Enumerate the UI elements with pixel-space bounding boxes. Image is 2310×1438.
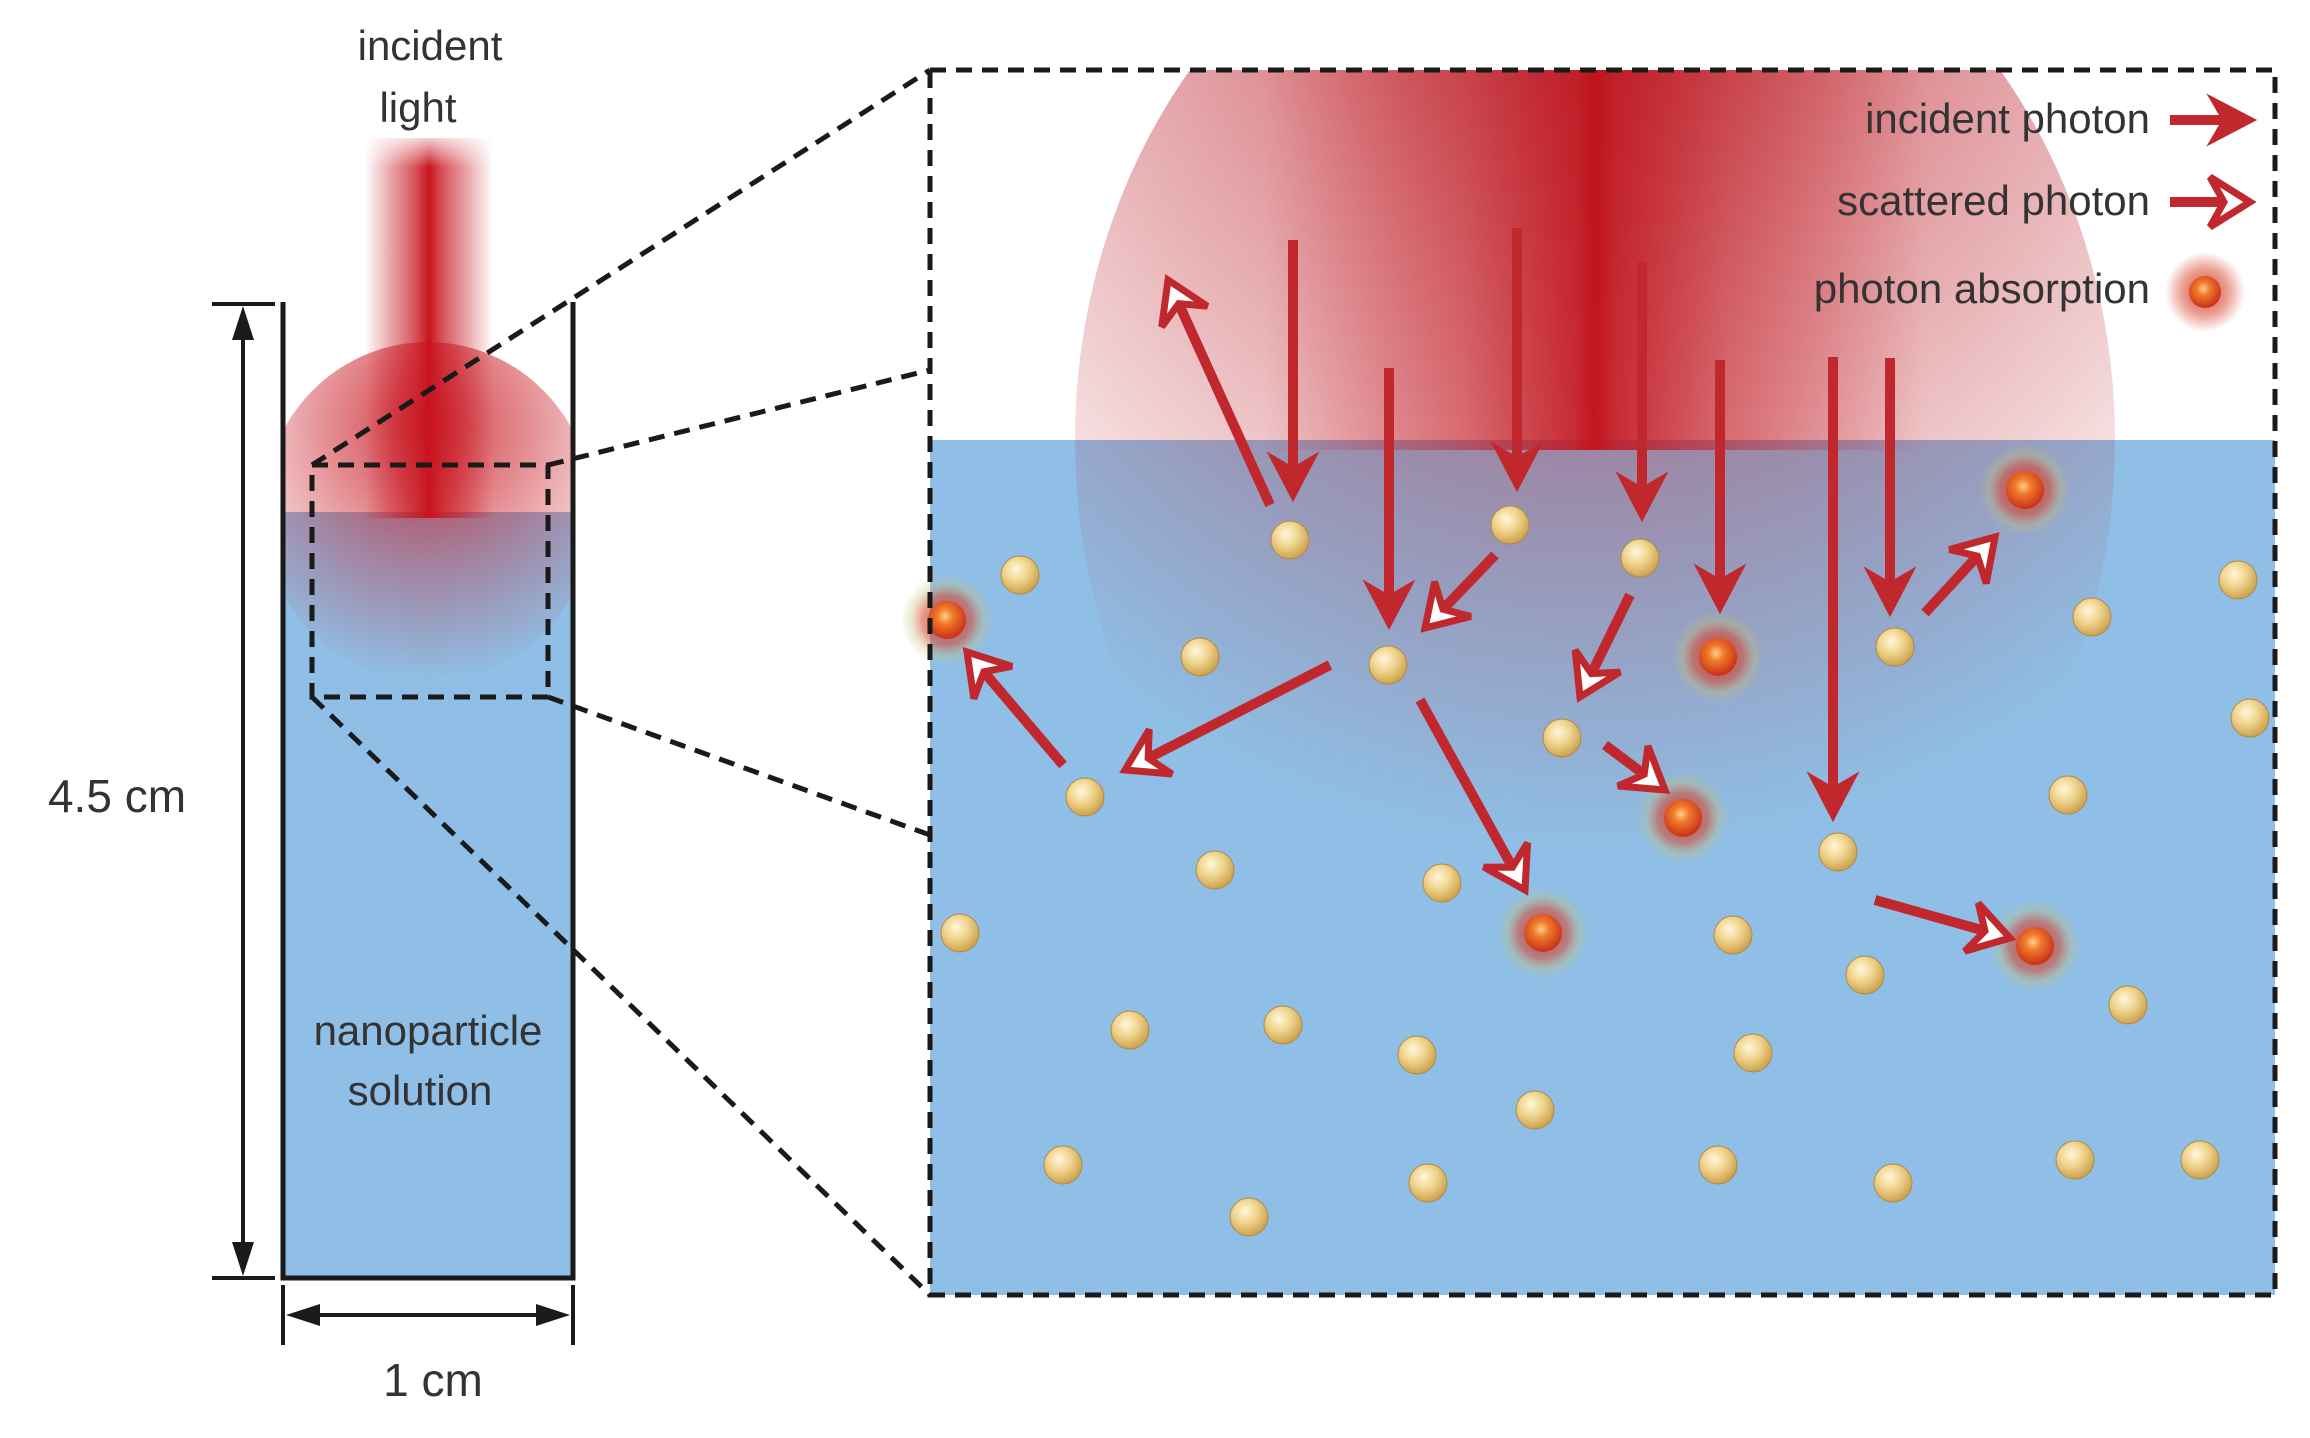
absorbing-nanoparticle bbox=[1699, 638, 1737, 676]
nanoparticle bbox=[1065, 777, 1105, 817]
solution-label-line1: nanoparticle bbox=[314, 1007, 543, 1054]
absorbing-nanoparticle bbox=[1524, 914, 1562, 952]
nanoparticle bbox=[2180, 1140, 2220, 1180]
cuvette-beam-glow bbox=[283, 342, 573, 682]
nanoparticle bbox=[1733, 1033, 1773, 1073]
nanoparticle bbox=[1713, 915, 1753, 955]
incident-photon-arrow bbox=[1362, 368, 1416, 631]
scattered-photon-arrow bbox=[1158, 273, 1275, 508]
zoom-connector-lines bbox=[310, 67, 932, 1297]
nanoparticle bbox=[1043, 1145, 1083, 1185]
nanoparticle bbox=[2230, 698, 2270, 738]
height-label: 4.5 cm bbox=[48, 770, 186, 822]
scattered-photon-arrow bbox=[962, 646, 1067, 769]
height-dimension bbox=[212, 302, 275, 1280]
incident-photon-arrow bbox=[1266, 240, 1320, 503]
nanoparticle bbox=[1698, 1145, 1738, 1185]
zoomed-region-border bbox=[927, 67, 2278, 1298]
nanoparticle bbox=[2072, 597, 2112, 637]
nanoparticle bbox=[940, 913, 980, 953]
incident-photon-arrow bbox=[1615, 262, 1669, 523]
nanoparticle bbox=[2108, 985, 2148, 1025]
nanoparticle bbox=[2218, 560, 2258, 600]
nanoparticle bbox=[1845, 955, 1885, 995]
cuvette-zoom-region bbox=[309, 462, 551, 700]
nanoparticle bbox=[1180, 637, 1220, 677]
absorbing-nanoparticle bbox=[928, 601, 966, 639]
legend: incident photon scattered photon photon … bbox=[1814, 93, 2258, 332]
scattered-photon-arrow bbox=[1119, 660, 1333, 778]
solution-label-line2: solution bbox=[348, 1067, 493, 1114]
nanoparticle bbox=[1195, 850, 1235, 890]
nanoparticle bbox=[1873, 1163, 1913, 1203]
legend-scattered-photon-label: scattered photon bbox=[1837, 177, 2150, 224]
nanoparticles bbox=[901, 444, 2270, 1237]
absorbing-nanoparticle bbox=[2006, 471, 2044, 509]
incident-photon-arrow bbox=[1863, 358, 1917, 618]
photon-absorption-particle-icon bbox=[2189, 276, 2221, 308]
scattered-photon-arrow bbox=[1571, 592, 1635, 703]
nanoparticle bbox=[1620, 538, 1660, 578]
nanoparticle bbox=[1408, 1163, 1448, 1203]
nanoparticle bbox=[1818, 832, 1858, 872]
nanoparticle bbox=[1490, 505, 1530, 545]
nanoparticle bbox=[1368, 645, 1408, 685]
nanoparticle bbox=[1263, 1005, 1303, 1045]
nanoparticle bbox=[1000, 555, 1040, 595]
scattered-photon-arrow bbox=[1420, 551, 1499, 633]
legend-photon-absorption-label: photon absorption bbox=[1814, 265, 2150, 312]
width-label: 1 cm bbox=[383, 1354, 483, 1406]
incident-light-label-line2: light bbox=[379, 84, 456, 131]
incident-photon-arrow bbox=[1806, 357, 1860, 823]
nanoparticle bbox=[1397, 1035, 1437, 1075]
zoomed-beam-glow bbox=[1075, 70, 2115, 1030]
nanoparticle bbox=[1110, 1010, 1150, 1050]
scattered-photon-arrow-icon bbox=[2170, 174, 2257, 230]
incident-photon-arrow bbox=[1490, 228, 1544, 493]
scattered-photon-arrow bbox=[1601, 741, 1671, 794]
nanoparticle bbox=[1270, 520, 1310, 560]
nanoparticle bbox=[2055, 1140, 2095, 1180]
incident-photon-arrow bbox=[1693, 360, 1747, 615]
absorbing-nanoparticle bbox=[2016, 927, 2054, 965]
absorbing-nanoparticle bbox=[1664, 799, 1702, 837]
photon-paths bbox=[962, 228, 2017, 955]
nanoparticle bbox=[1422, 863, 1462, 903]
scattered-photon-arrow bbox=[1873, 895, 2017, 955]
zoomed-panel: incident photon scattered photon photon … bbox=[901, 67, 2278, 1298]
cuvette-outline bbox=[280, 302, 576, 1281]
cuvette-panel: incident light 4.5 cm 1 cm nanoparticle … bbox=[48, 22, 576, 1406]
nanoparticle bbox=[1875, 627, 1915, 667]
nanoparticle bbox=[2048, 775, 2088, 815]
nanoparticle bbox=[1515, 1090, 1555, 1130]
incident-light-label-line1: incident bbox=[358, 22, 503, 69]
incident-photon-arrow-icon bbox=[2170, 93, 2258, 147]
scattered-photon-arrow bbox=[1921, 532, 2000, 617]
scattered-photon-arrow bbox=[1415, 697, 1532, 896]
legend-incident-photon-label: incident photon bbox=[1865, 95, 2150, 142]
width-dimension bbox=[281, 1285, 575, 1345]
nanoparticle bbox=[1542, 718, 1582, 758]
nanoparticle bbox=[1229, 1197, 1269, 1237]
